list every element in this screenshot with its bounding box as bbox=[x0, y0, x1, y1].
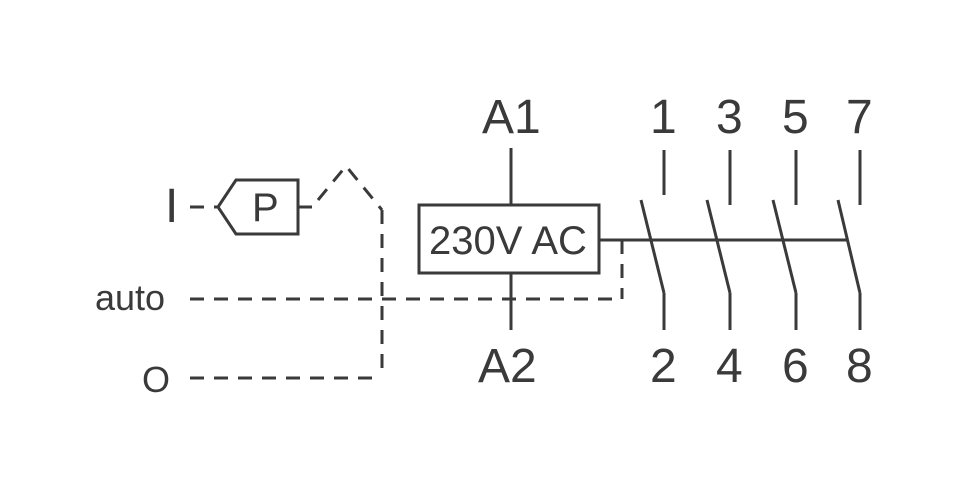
coil-terminal-a1: A1 bbox=[482, 91, 541, 144]
contact-1-blade bbox=[639, 199, 666, 294]
contact-terminal-2: 2 bbox=[650, 340, 677, 393]
contact-3-4: 3 4 bbox=[705, 91, 743, 393]
contact-7-blade bbox=[836, 199, 862, 294]
mode-off-label: O bbox=[142, 359, 170, 400]
contact-terminal-4: 4 bbox=[716, 340, 743, 393]
contact-terminal-6: 6 bbox=[782, 340, 809, 393]
contact-terminal-7: 7 bbox=[846, 91, 873, 144]
contact-terminal-1: 1 bbox=[650, 91, 677, 144]
contact-terminal-5: 5 bbox=[782, 91, 809, 144]
coil-box bbox=[417, 203, 601, 275]
contact-5-blade bbox=[771, 199, 798, 294]
mode-auto-label: auto bbox=[95, 277, 165, 318]
switch-blade bbox=[316, 163, 384, 211]
contact-5-6: 5 6 bbox=[771, 91, 809, 393]
contact-terminal-3: 3 bbox=[716, 91, 743, 144]
mode-on-label: I bbox=[165, 180, 178, 233]
coil-rating: 230V AC bbox=[429, 219, 587, 263]
contact-terminal-8: 8 bbox=[846, 340, 873, 393]
contact-7-8: 7 8 bbox=[836, 91, 873, 393]
coil-terminal-a2: A2 bbox=[478, 340, 537, 393]
contact-3-blade bbox=[705, 199, 732, 294]
pushbutton-label: P bbox=[252, 186, 279, 230]
contact-1-2: 1 2 bbox=[639, 91, 677, 393]
